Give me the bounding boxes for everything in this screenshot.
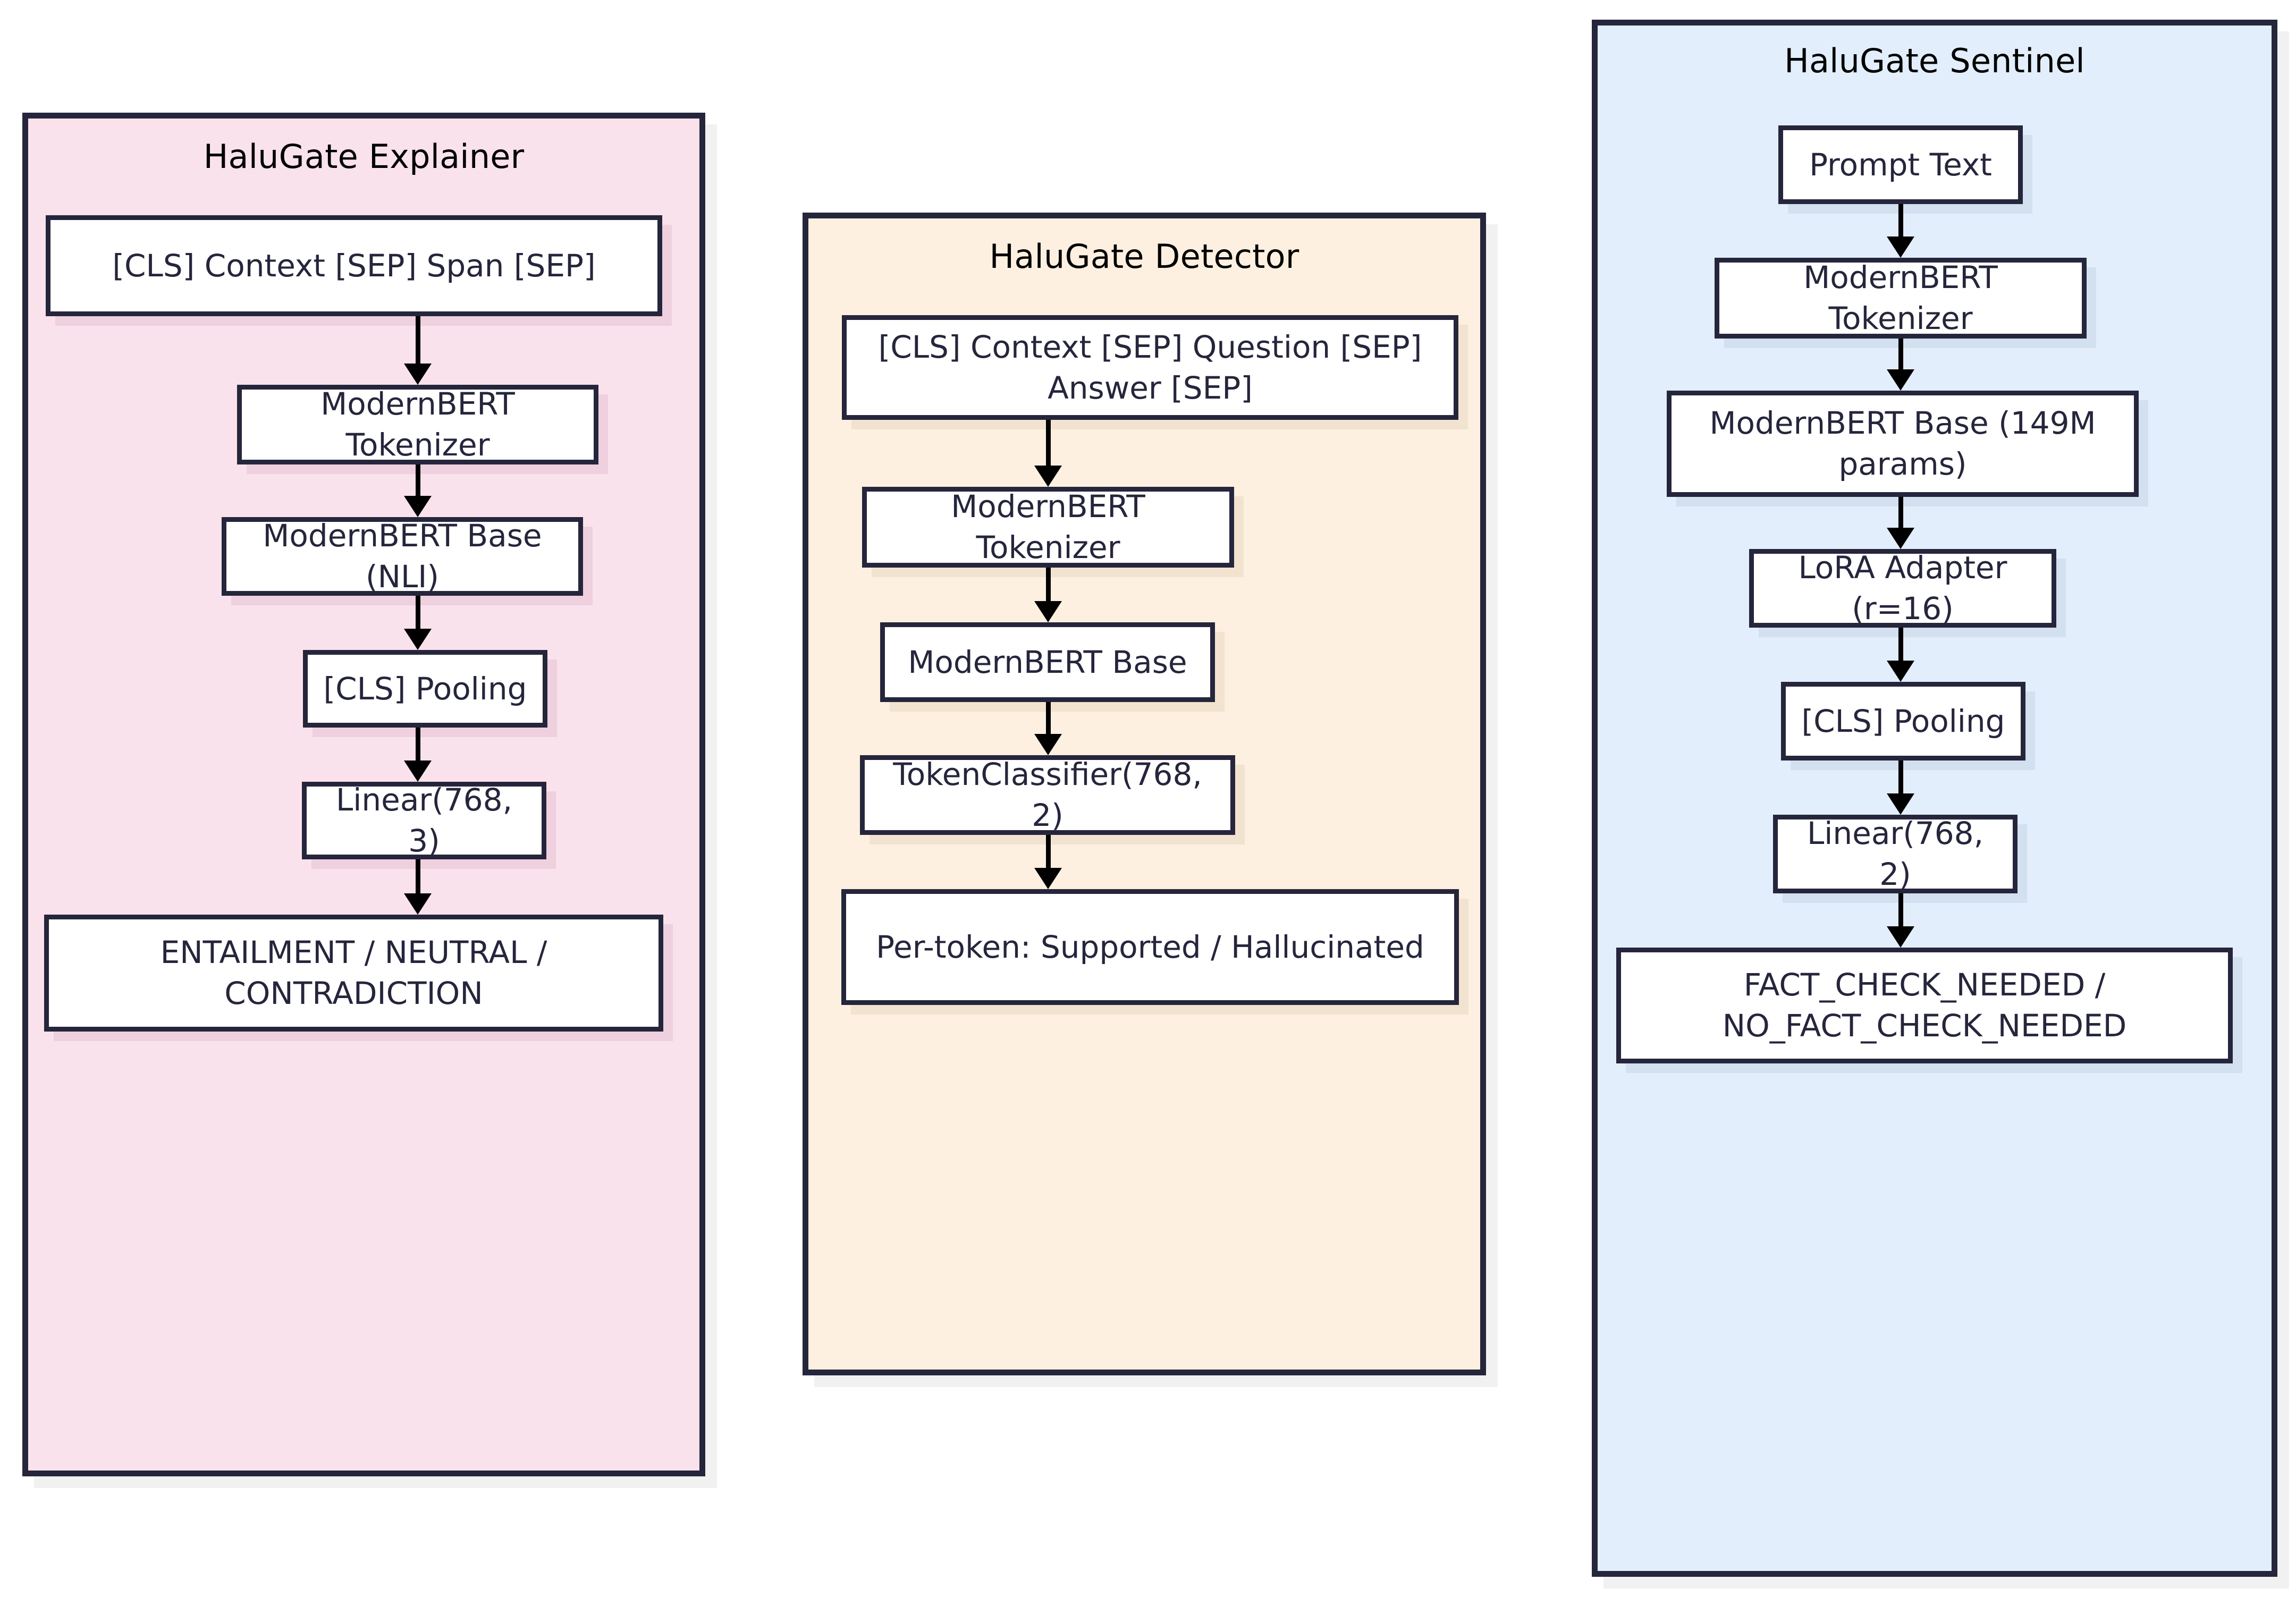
node-sen-prompt-label: Prompt Text — [1809, 146, 1992, 183]
node-det-tokenizer-label: ModernBERT Tokenizer — [951, 488, 1145, 565]
node-exp-input-label: [CLS] Context [SEP] Span [SEP] — [112, 247, 596, 284]
node-exp-linear[interactable]: Linear(768, 3) — [302, 782, 546, 859]
node-sen-lora-label: LoRA Adapter (r=16) — [1798, 550, 2007, 627]
edge-det-input-to-tokenizer — [1032, 420, 1064, 487]
edge-sen-tokenizer-to-base — [1885, 339, 1917, 391]
node-det-input-label: [CLS] Context [SEP] Question [SEP] Answe… — [878, 328, 1422, 406]
edge-sen-pooling-to-linear — [1885, 761, 1917, 815]
node-det-classifier[interactable]: TokenClassifier(768, 2) — [860, 755, 1235, 835]
node-exp-linear-label: Linear(768, 3) — [335, 782, 513, 859]
edge-sen-linear-to-output — [1885, 893, 1917, 948]
node-exp-base-label: ModernBERT Base (NLI) — [263, 518, 542, 595]
node-exp-pooling-label: [CLS] Pooling — [323, 670, 527, 707]
node-exp-tokenizer[interactable]: ModernBERT Tokenizer — [237, 385, 598, 464]
edge-det-tokenizer-to-base — [1032, 568, 1064, 622]
node-exp-output[interactable]: ENTAILMENT / NEUTRAL / CONTRADICTION — [44, 915, 663, 1032]
cluster-halugate-explainer: HaluGate Explainer [CLS] Context [SEP] S… — [22, 113, 705, 1476]
node-det-output[interactable]: Per-token: Supported / Hallucinated — [841, 889, 1459, 1005]
edge-exp-linear-to-output — [402, 859, 434, 915]
edge-sen-lora-to-pooling — [1885, 628, 1917, 682]
node-sen-pooling[interactable]: [CLS] Pooling — [1781, 682, 2025, 761]
node-sen-base-label: ModernBERT Base (149M params) — [1709, 405, 2096, 482]
node-det-base[interactable]: ModernBERT Base — [880, 622, 1215, 702]
cluster-title-explainer: HaluGate Explainer — [203, 137, 525, 176]
edge-sen-base-to-lora — [1885, 497, 1917, 549]
edge-det-classifier-to-output — [1032, 835, 1064, 889]
node-sen-tokenizer[interactable]: ModernBERT Tokenizer — [1715, 258, 2087, 339]
node-exp-tokenizer-label: ModernBERT Tokenizer — [320, 386, 515, 463]
node-sen-linear[interactable]: Linear(768, 2) — [1773, 815, 2018, 893]
edge-exp-tokenizer-to-base — [402, 464, 434, 517]
node-exp-output-label: ENTAILMENT / NEUTRAL / CONTRADICTION — [160, 934, 547, 1011]
node-sen-lora[interactable]: LoRA Adapter (r=16) — [1749, 549, 2056, 628]
node-det-tokenizer[interactable]: ModernBERT Tokenizer — [862, 487, 1234, 568]
edge-exp-input-to-tokenizer — [402, 316, 434, 385]
cluster-title-detector: HaluGate Detector — [989, 237, 1299, 276]
node-det-classifier-label: TokenClassifier(768, 2) — [893, 756, 1202, 833]
node-det-output-label: Per-token: Supported / Hallucinated — [876, 928, 1424, 965]
node-det-base-label: ModernBERT Base — [908, 644, 1187, 680]
cluster-halugate-detector: HaluGate Detector [CLS] Context [SEP] Qu… — [803, 213, 1486, 1375]
node-exp-pooling[interactable]: [CLS] Pooling — [303, 650, 547, 728]
edge-exp-pooling-to-linear — [402, 728, 434, 782]
node-exp-input[interactable]: [CLS] Context [SEP] Span [SEP] — [46, 215, 662, 316]
node-sen-base[interactable]: ModernBERT Base (149M params) — [1667, 391, 2139, 497]
node-sen-output-label: FACT_CHECK_NEEDED / NO_FACT_CHECK_NEEDED — [1722, 967, 2127, 1044]
cluster-halugate-sentinel: HaluGate Sentinel Prompt Text ModernBERT… — [1592, 20, 2277, 1577]
edge-det-base-to-classifier — [1032, 702, 1064, 755]
node-sen-prompt[interactable]: Prompt Text — [1778, 125, 2023, 204]
node-sen-output[interactable]: FACT_CHECK_NEEDED / NO_FACT_CHECK_NEEDED — [1616, 948, 2233, 1063]
node-exp-base[interactable]: ModernBERT Base (NLI) — [222, 517, 583, 596]
edge-exp-base-to-pooling — [402, 596, 434, 650]
node-det-input[interactable]: [CLS] Context [SEP] Question [SEP] Answe… — [842, 315, 1458, 420]
edge-sen-prompt-to-tokenizer — [1885, 204, 1917, 258]
cluster-title-sentinel: HaluGate Sentinel — [1784, 41, 2085, 80]
node-sen-tokenizer-label: ModernBERT Tokenizer — [1803, 259, 1998, 336]
node-sen-pooling-label: [CLS] Pooling — [1801, 703, 2005, 739]
node-sen-linear-label: Linear(768, 2) — [1807, 815, 1984, 892]
